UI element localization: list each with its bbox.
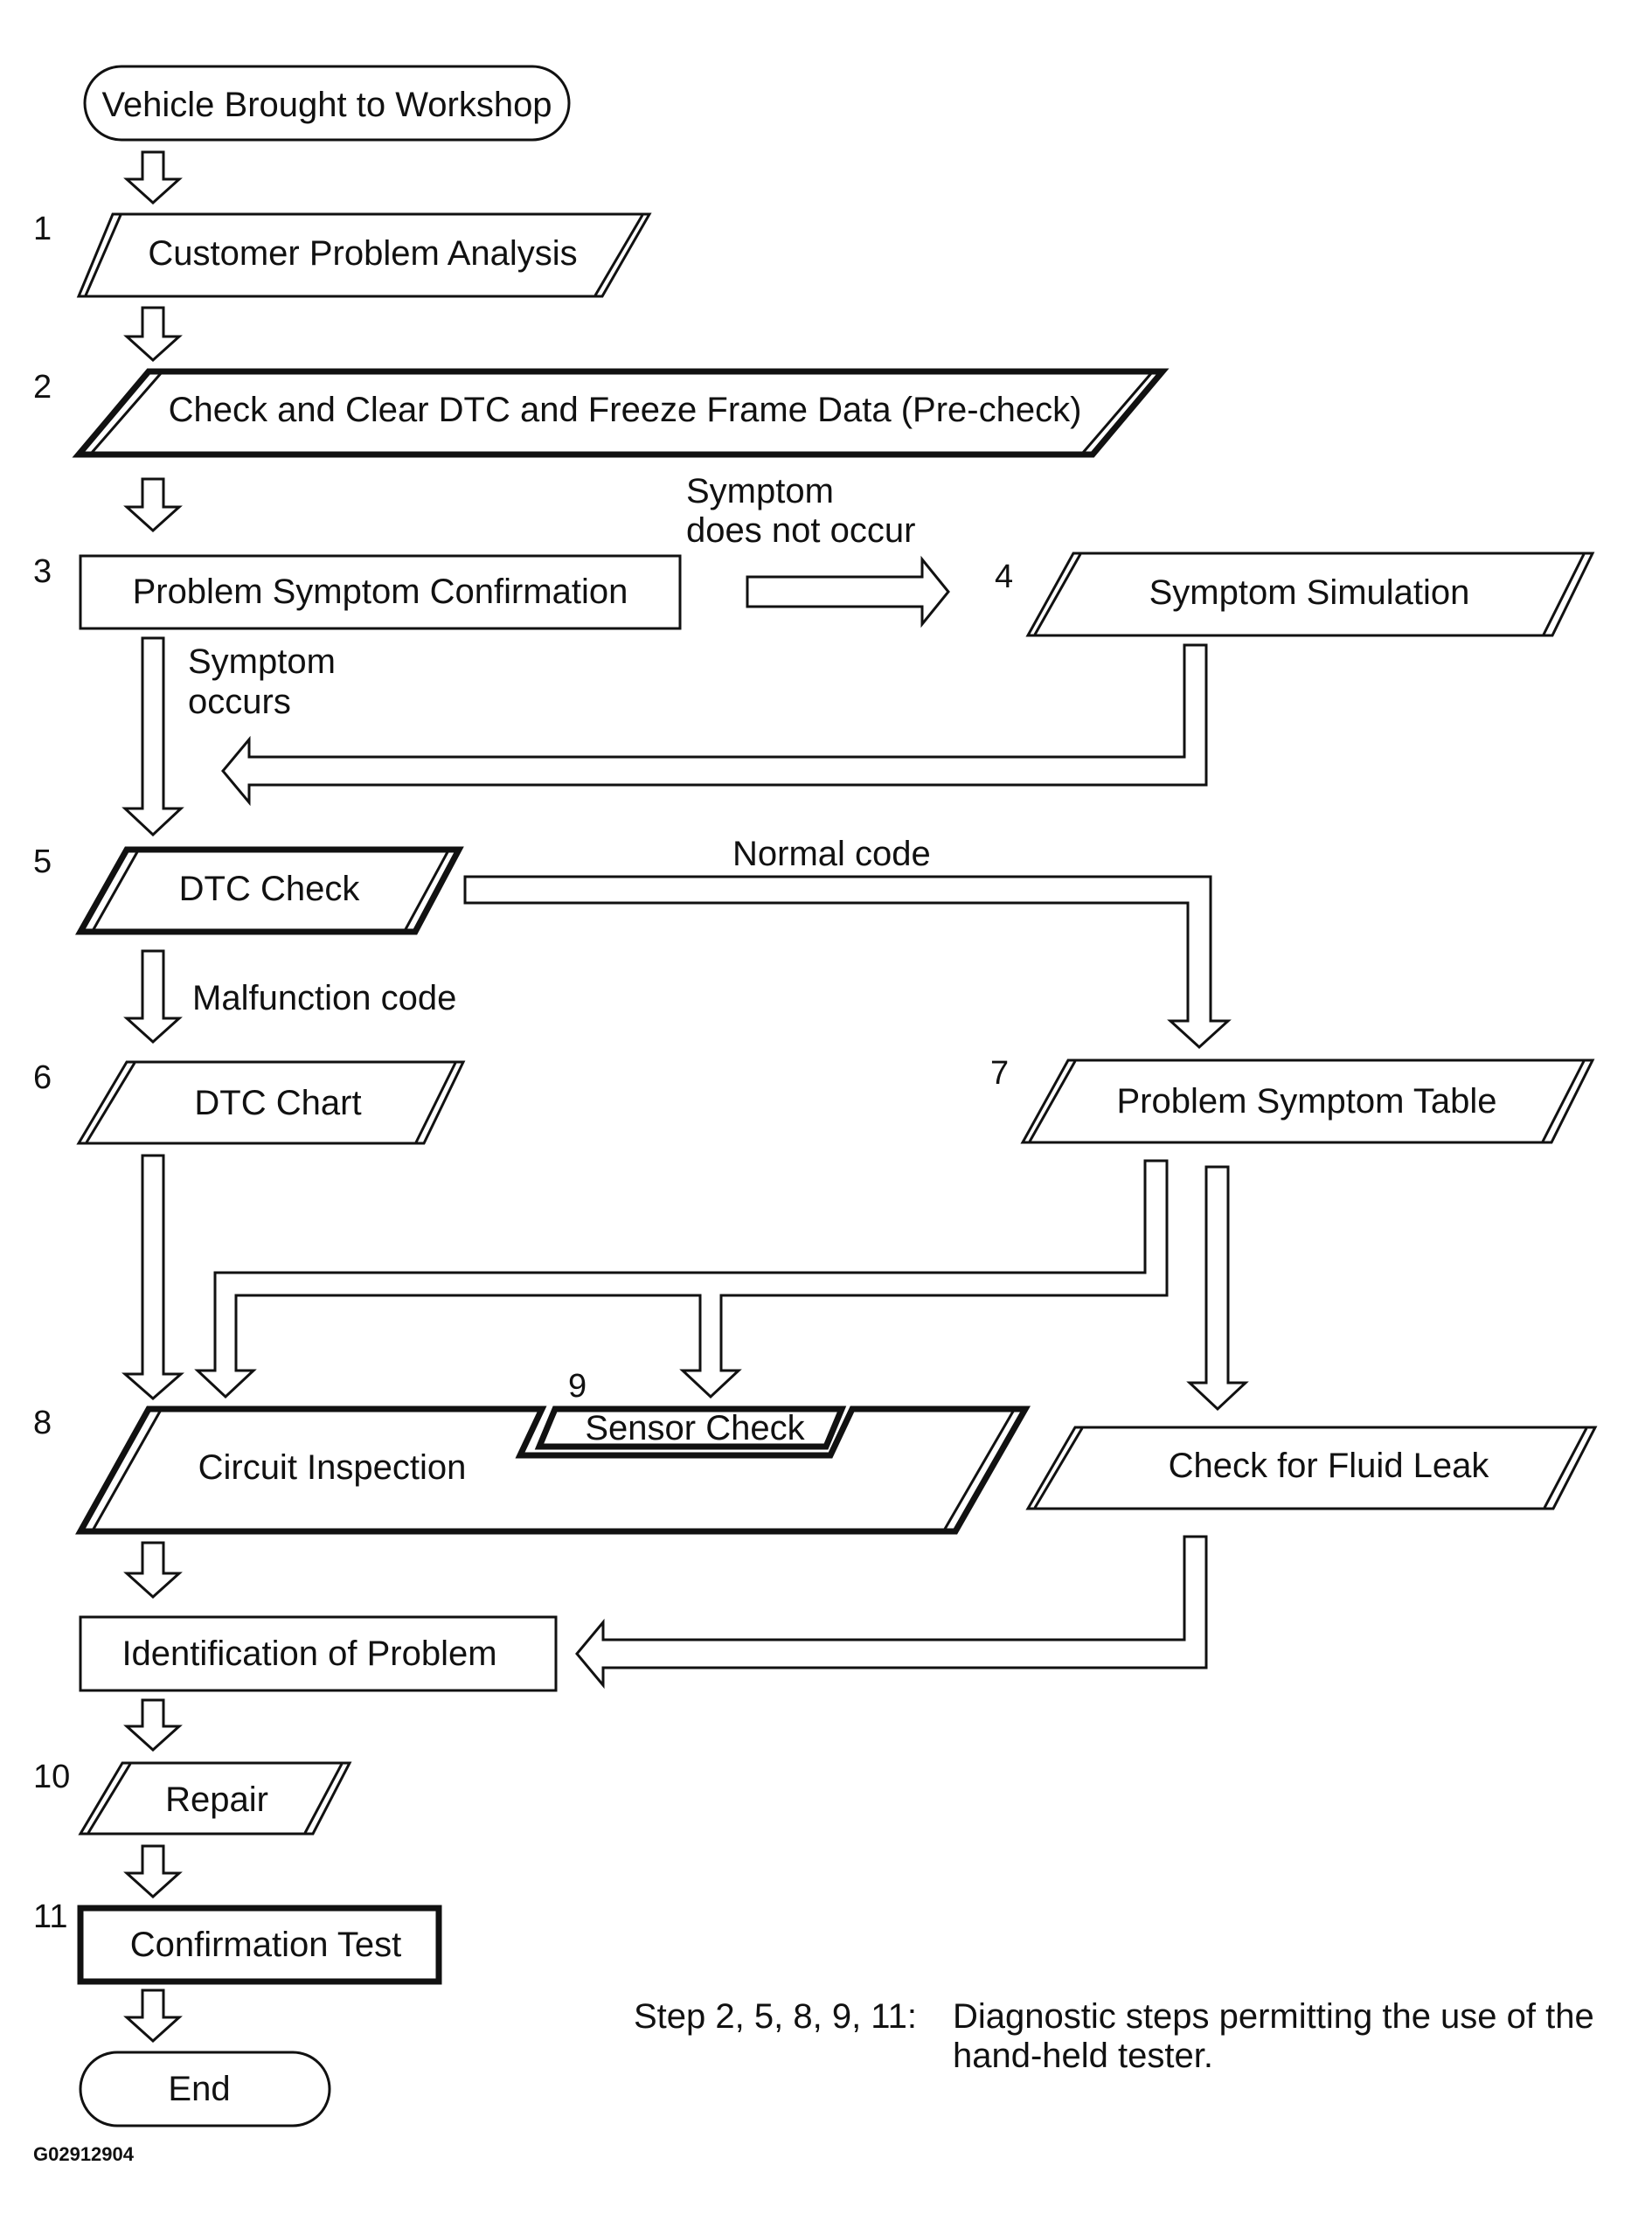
step-9-label: Sensor Check <box>585 1409 805 1447</box>
step-4-label: Symptom Simulation <box>1149 573 1470 612</box>
edge-label-occurs-2: occurs <box>188 683 291 721</box>
arrow-3-to-5 <box>121 636 184 837</box>
arrow-5-to-6 <box>123 949 183 1045</box>
step-7-box <box>1020 1058 1595 1144</box>
step-3-box <box>79 554 682 630</box>
step-number-1: 1 <box>33 211 52 247</box>
step-8-label: Circuit Inspection <box>198 1448 467 1487</box>
arrow-start-to-1 <box>123 150 183 205</box>
step-1-box <box>76 212 652 298</box>
start-label: Vehicle Brought to Workshop <box>101 86 552 124</box>
step-2-box <box>72 368 1170 458</box>
step-7-box-accent-right <box>1541 1060 1586 1142</box>
step-1-box-accent <box>84 214 122 296</box>
step-10-label: Repair <box>165 1780 268 1819</box>
edge-label-not-occur-2: does not occur <box>686 511 915 550</box>
figure-code: G02912904 <box>33 2143 135 2165</box>
step-6-label: DTC Chart <box>194 1084 361 1122</box>
step-number-9: 9 <box>568 1368 587 1405</box>
arrow-identification-to-10 <box>123 1698 183 1753</box>
step-7-box-accent <box>1028 1060 1077 1142</box>
arrow-7-to-8-and-9 <box>194 1159 1169 1399</box>
step-7-label: Problem Symptom Table <box>1117 1082 1497 1121</box>
arrow-1-to-2 <box>123 306 183 363</box>
arrow-11-to-end <box>123 1989 183 2044</box>
arrow-8-to-identification <box>123 1541 183 1600</box>
step-6-box-accent-right <box>414 1062 457 1143</box>
edge-label-occurs-1: Symptom <box>188 642 336 681</box>
arrow-3-to-4 <box>746 555 950 628</box>
identification-box <box>79 1615 558 1692</box>
step-2-box-accent <box>89 371 163 455</box>
arrow-10-to-11 <box>123 1844 183 1899</box>
step-1-box-accent-right <box>593 214 644 296</box>
step-11-label: Confirmation Test <box>130 1926 402 1964</box>
edge-label-malfunction-code: Malfunction code <box>192 979 456 1017</box>
fluid-leak-box-accent-right <box>1543 1427 1588 1509</box>
step-number-2: 2 <box>33 369 52 406</box>
arrow-4-return <box>221 643 1208 807</box>
fluid-leak-box-accent <box>1033 1427 1084 1509</box>
step-5-box <box>75 846 464 935</box>
step-11-box <box>77 1905 442 1985</box>
fluid-leak-box <box>1025 1426 1598 1510</box>
step-number-6: 6 <box>33 1059 52 1096</box>
end-terminal <box>79 2051 331 2127</box>
step-10-box-accent <box>87 1763 132 1834</box>
edge-label-normal-code: Normal code <box>732 835 931 873</box>
identification-label: Identification of Problem <box>121 1635 496 1673</box>
arrow-5-to-7 <box>463 875 1232 1050</box>
step-4-box-accent-right <box>1542 553 1586 635</box>
step-4-box <box>1025 552 1595 637</box>
step-6-box-accent <box>85 1062 136 1143</box>
step-10-box <box>78 1761 352 1836</box>
step-5-label: DTC Check <box>179 870 361 908</box>
step-9-box <box>534 1406 847 1450</box>
note-prefix: Step 2, 5, 8, 9, 11: <box>634 1997 917 2036</box>
step-6-box <box>76 1060 466 1145</box>
start-terminal <box>83 65 571 142</box>
step-number-10: 10 <box>33 1759 70 1795</box>
step-8-box-accent <box>91 1409 163 1531</box>
step-number-11: 11 <box>33 1898 67 1935</box>
step-number-3: 3 <box>33 553 52 590</box>
step-5-box-accent <box>91 850 140 932</box>
step-3-label: Problem Symptom Confirmation <box>133 573 628 611</box>
step-number-7: 7 <box>990 1055 1009 1092</box>
step-5-box-accent-right <box>403 850 450 932</box>
step-number-4: 4 <box>995 559 1013 595</box>
fluid-leak-label: Check for Fluid Leak <box>1169 1447 1490 1485</box>
step-8-box-accent-right <box>942 1409 1016 1531</box>
step-8-box <box>75 1406 1031 1535</box>
step-2-label: Check and Clear DTC and Freeze Frame Dat… <box>169 391 1082 429</box>
step-2-box-accent-right <box>1080 371 1154 455</box>
edge-label-not-occur-1: Symptom <box>686 472 834 510</box>
arrow-2-to-3 <box>123 477 183 533</box>
note-line-1: Diagnostic steps permitting the use of t… <box>953 1997 1594 2036</box>
end-label: End <box>168 2070 230 2108</box>
step-4-box-accent <box>1033 553 1082 635</box>
step-10-box-accent-right <box>303 1763 344 1834</box>
arrow-fluid-leak-to-identification <box>575 1535 1208 1690</box>
note-line-2: hand-held tester. <box>953 2037 1213 2075</box>
step-number-5: 5 <box>33 843 52 880</box>
step-1-label: Customer Problem Analysis <box>148 234 577 273</box>
step-number-8: 8 <box>33 1405 52 1441</box>
arrow-6-to-8 <box>121 1154 184 1400</box>
arrow-7-to-fluid-leak <box>1186 1165 1249 1412</box>
